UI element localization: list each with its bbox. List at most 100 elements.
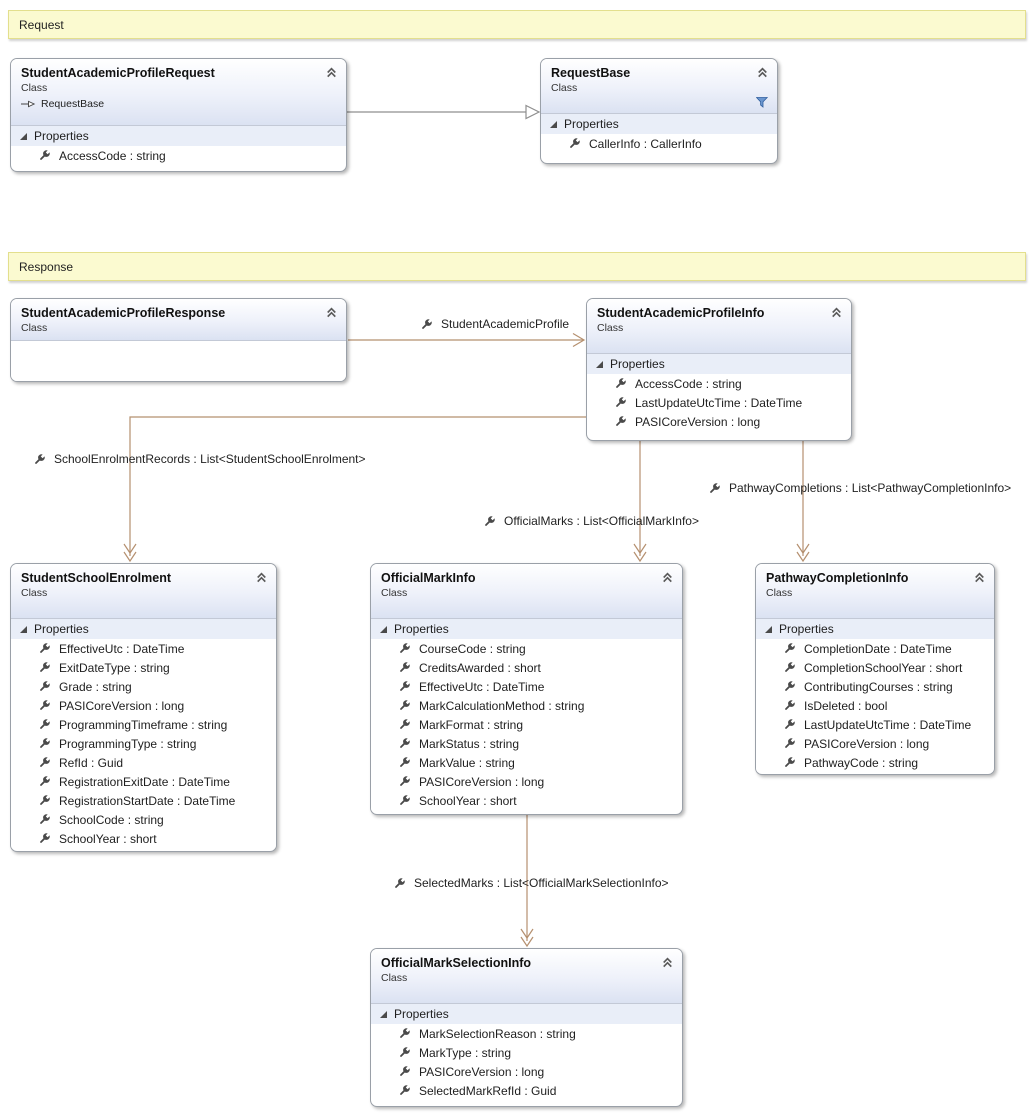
connector-label-text: PathwayCompletions : List<PathwayComplet… xyxy=(729,481,1012,495)
class-title: StudentAcademicProfileInfo xyxy=(597,306,765,320)
class-kind-label: Class xyxy=(21,587,48,599)
property-row[interactable]: MarkSelectionReason : string xyxy=(371,1024,682,1043)
property-label: PASICoreVersion : long xyxy=(59,698,185,713)
property-label: AccessCode : string xyxy=(59,148,166,163)
wrench-icon xyxy=(616,416,626,426)
connector-label-text: SelectedMarks : List<OfficialMarkSelecti… xyxy=(414,876,669,890)
class-box-student-academic-profile-info[interactable]: StudentAcademicProfileInfo Class Propert… xyxy=(586,298,852,441)
class-box-pathway-completion-info[interactable]: PathwayCompletionInfo Class Properties C… xyxy=(755,563,995,775)
property-row[interactable]: SchoolYear : short xyxy=(11,829,276,848)
property-row[interactable]: PASICoreVersion : long xyxy=(371,772,682,791)
collapse-chevron-icon[interactable] xyxy=(255,571,268,584)
property-row[interactable]: PASICoreVersion : long xyxy=(371,1062,682,1081)
property-row[interactable]: EffectiveUtc : DateTime xyxy=(11,639,276,658)
collapse-chevron-icon[interactable] xyxy=(830,306,843,319)
class-box-official-mark-info[interactable]: OfficialMarkInfo Class Properties Course… xyxy=(370,563,683,815)
wrench-icon xyxy=(400,681,410,691)
properties-section-header[interactable]: Properties xyxy=(371,1004,682,1024)
connector-label-pathway-completions[interactable]: PathwayCompletions : List<PathwayComplet… xyxy=(708,481,1011,495)
connector-label-school-enrolment-records[interactable]: SchoolEnrolmentRecords : List<StudentSch… xyxy=(33,452,366,466)
property-row[interactable]: MarkValue : string xyxy=(371,753,682,772)
connector-label-selected-marks[interactable]: SelectedMarks : List<OfficialMarkSelecti… xyxy=(393,876,669,890)
property-row[interactable]: Grade : string xyxy=(11,677,276,696)
expander-icon[interactable] xyxy=(765,625,772,633)
property-row[interactable]: MarkStatus : string xyxy=(371,734,682,753)
property-row[interactable]: RegistrationExitDate : DateTime xyxy=(11,772,276,791)
property-row[interactable]: CourseCode : string xyxy=(371,639,682,658)
class-box-student-academic-profile-response[interactable]: StudentAcademicProfileResponse Class xyxy=(10,298,347,382)
property-row[interactable]: LastUpdateUtcTime : DateTime xyxy=(587,393,851,412)
property-row[interactable]: CallerInfo : CallerInfo xyxy=(541,134,777,153)
properties-section-header[interactable]: Properties xyxy=(11,619,276,639)
property-label: ContributingCourses : string xyxy=(804,679,953,694)
collapse-chevron-icon[interactable] xyxy=(661,956,674,969)
class-box-official-mark-selection-info[interactable]: OfficialMarkSelectionInfo Class Properti… xyxy=(370,948,683,1107)
property-row[interactable]: CompletionSchoolYear : short xyxy=(756,658,994,677)
property-row[interactable]: SelectedMarkRefId : Guid xyxy=(371,1081,682,1100)
property-row[interactable]: CompletionDate : DateTime xyxy=(756,639,994,658)
class-box-student-school-enrolment[interactable]: StudentSchoolEnrolment Class Properties … xyxy=(10,563,277,852)
property-row[interactable]: ProgrammingType : string xyxy=(11,734,276,753)
property-row[interactable]: PASICoreVersion : long xyxy=(756,734,994,753)
property-row[interactable]: AccessCode : string xyxy=(11,146,346,165)
class-box-student-academic-profile-request[interactable]: StudentAcademicProfileRequest Class Requ… xyxy=(10,58,347,172)
wrench-icon xyxy=(40,814,50,824)
property-row[interactable]: PathwayCode : string xyxy=(756,753,994,772)
property-row[interactable]: MarkCalculationMethod : string xyxy=(371,696,682,715)
property-row[interactable]: ExitDateType : string xyxy=(11,658,276,677)
property-row[interactable]: PASICoreVersion : long xyxy=(587,412,851,431)
collapse-chevron-icon[interactable] xyxy=(661,571,674,584)
collapse-chevron-icon[interactable] xyxy=(325,66,338,79)
properties-section-header[interactable]: Properties xyxy=(11,126,346,146)
property-label: MarkStatus : string xyxy=(419,736,520,751)
wrench-icon xyxy=(40,833,50,843)
collapse-chevron-icon[interactable] xyxy=(973,571,986,584)
properties-section-header[interactable]: Properties xyxy=(541,114,777,134)
property-row[interactable]: EffectiveUtc : DateTime xyxy=(371,677,682,696)
property-row[interactable]: LastUpdateUtcTime : DateTime xyxy=(756,715,994,734)
properties-section-header[interactable]: Properties xyxy=(587,354,851,374)
property-row[interactable]: IsDeleted : bool xyxy=(756,696,994,715)
property-row[interactable]: AccessCode : string xyxy=(587,374,851,393)
property-row[interactable]: CreditsAwarded : short xyxy=(371,658,682,677)
properties-section-header[interactable]: Properties xyxy=(756,619,994,639)
expander-icon[interactable] xyxy=(380,625,387,633)
property-row[interactable]: MarkFormat : string xyxy=(371,715,682,734)
response-comment-banner[interactable]: Response xyxy=(8,252,1026,281)
property-label: PASICoreVersion : long xyxy=(419,774,545,789)
property-row[interactable]: SchoolCode : string xyxy=(11,810,276,829)
request-comment-banner[interactable]: Request xyxy=(8,10,1026,39)
property-label: SchoolYear : short xyxy=(419,793,517,808)
connector-label-student-academic-profile[interactable]: StudentAcademicProfile xyxy=(420,317,569,331)
properties-section-label: Properties xyxy=(564,117,619,131)
expander-icon[interactable] xyxy=(20,625,27,633)
property-row[interactable]: SchoolYear : short xyxy=(371,791,682,810)
property-row[interactable]: PASICoreVersion : long xyxy=(11,696,276,715)
property-label: MarkType : string xyxy=(419,1045,512,1060)
property-row[interactable]: MarkType : string xyxy=(371,1043,682,1062)
property-label: LastUpdateUtcTime : DateTime xyxy=(804,717,972,732)
property-row[interactable]: ContributingCourses : string xyxy=(756,677,994,696)
expander-icon[interactable] xyxy=(380,1010,387,1018)
expander-icon[interactable] xyxy=(20,132,27,140)
expander-icon[interactable] xyxy=(550,120,557,128)
properties-section-label: Properties xyxy=(34,622,89,636)
expander-icon[interactable] xyxy=(596,360,603,368)
property-label: ProgrammingTimeframe : string xyxy=(59,717,228,732)
class-title: PathwayCompletionInfo xyxy=(766,571,909,585)
collapse-chevron-icon[interactable] xyxy=(325,306,338,319)
association-selected-marks xyxy=(520,815,534,948)
filter-icon[interactable] xyxy=(755,95,769,108)
property-row[interactable]: ProgrammingTimeframe : string xyxy=(11,715,276,734)
property-row[interactable]: RefId : Guid xyxy=(11,753,276,772)
connector-label-official-marks[interactable]: OfficialMarks : List<OfficialMarkInfo> xyxy=(483,514,699,528)
base-class-label: RequestBase xyxy=(41,98,105,110)
property-label: Grade : string xyxy=(59,679,132,694)
property-label: ProgrammingType : string xyxy=(59,736,197,751)
collapse-chevron-icon[interactable] xyxy=(756,66,769,79)
property-label: CompletionSchoolYear : short xyxy=(804,660,963,675)
property-row[interactable]: RegistrationStartDate : DateTime xyxy=(11,791,276,810)
properties-section-header[interactable]: Properties xyxy=(371,619,682,639)
class-kind-label: Class xyxy=(381,972,408,984)
class-box-request-base[interactable]: RequestBase Class Properties CallerInfo … xyxy=(540,58,778,164)
